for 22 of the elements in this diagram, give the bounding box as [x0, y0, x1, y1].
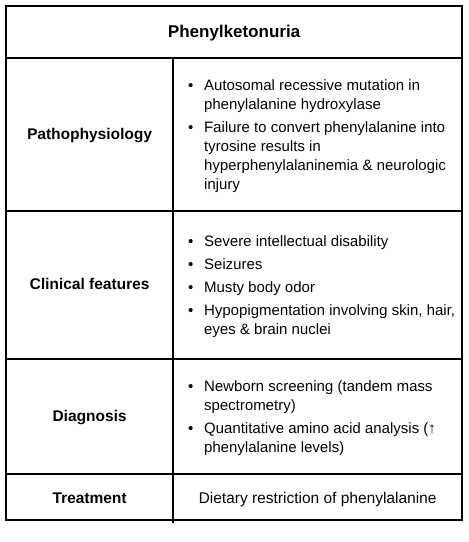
bullet: • [188, 76, 194, 96]
bullet-item: Failure to convert phenylalanine into tyrosine results in hyperphenylalaninemia & neurologic injury [204, 118, 447, 194]
bullet-item: Quantitative amino acid analysis (↑ phenylalanine levels) [204, 418, 437, 456]
bullet: • [188, 118, 194, 138]
bullet-item: Musty body odor [204, 278, 315, 296]
bullet: • [188, 418, 194, 438]
row-header: Diagnosis [52, 408, 127, 426]
bullet-item: Newborn screening (tandem mass spectrometry) [204, 376, 434, 414]
bullet: • [188, 376, 194, 396]
row-header: Treatment [52, 490, 127, 508]
bullet-item: Seizures [204, 254, 262, 274]
bullet: • [188, 278, 194, 296]
row-header: Pathophysiology [27, 126, 152, 144]
bullet: • [188, 300, 194, 320]
bullet: • [188, 232, 194, 250]
bullet: • [188, 254, 194, 274]
table-title: Phenylketonuria [168, 22, 300, 42]
bullet-item: Hypopigmentation involving skin, hair, eyes & brain nuclei [204, 300, 455, 338]
table-cell-text: Dietary restriction of phenylalanine [198, 490, 438, 508]
bullet-item: Autosomal recessive mutation in phenylalanine hydroxylase [204, 76, 421, 114]
row-header: Clinical features [30, 276, 150, 294]
bullet-item: Severe intellectual disability [204, 232, 388, 250]
